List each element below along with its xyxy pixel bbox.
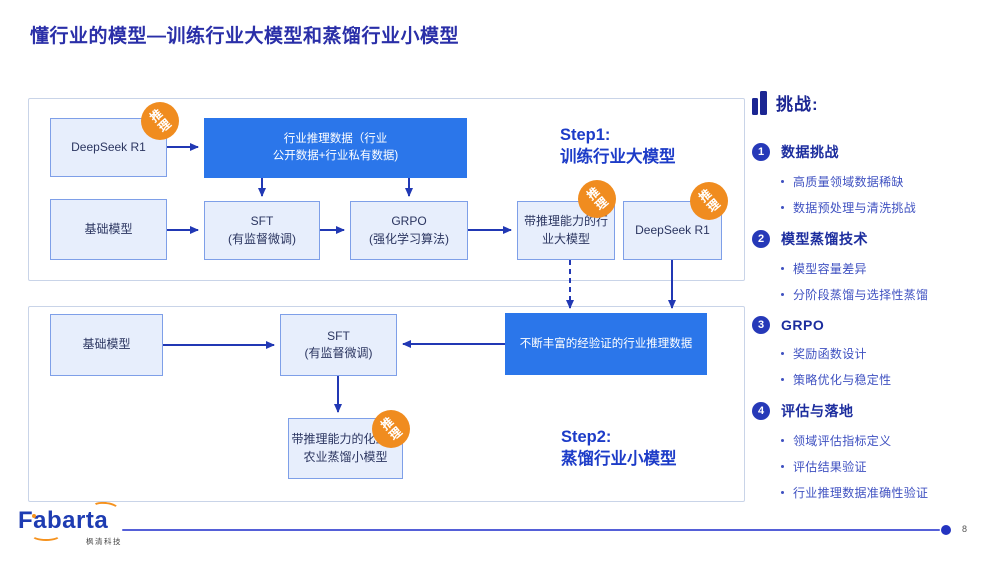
logo-subtext: 枫清科技 xyxy=(86,537,122,546)
box-deepseek-r1-source: DeepSeek R1 xyxy=(50,118,167,177)
challenges-sidebar: 挑战: 1 数据挑战 高质量领域数据稀缺 数据预处理与清洗挑战 2 模型蒸馏技术… xyxy=(752,90,998,514)
section-number-badge: 1 xyxy=(752,143,770,161)
box-sft-step2: SFT (有监督微调) xyxy=(280,314,397,376)
challenge-section-data: 1 数据挑战 高质量领域数据稀缺 数据预处理与清洗挑战 xyxy=(752,142,998,216)
list-item: 策略优化与稳定性 xyxy=(781,371,998,388)
box-distilled-small-model: 带推理能力的化工和 农业蒸馏小模型 xyxy=(288,418,403,479)
logo-dot-icon xyxy=(32,514,36,518)
list-item: 评估结果验证 xyxy=(781,458,998,475)
section-title: GRPO xyxy=(781,317,825,333)
list-item: 领域评估指标定义 xyxy=(781,432,998,449)
bullet-dot-icon xyxy=(781,352,784,355)
box-industry-reasoning-data: 行业推理数据（行业 公开数据+行业私有数据) xyxy=(204,118,467,178)
step1-label: Step1: 训练行业大模型 xyxy=(560,126,676,167)
challenge-section-grpo: 3 GRPO 奖励函数设计 策略优化与稳定性 xyxy=(752,316,998,388)
footer-dot-icon xyxy=(941,525,951,535)
list-item: 行业推理数据准确性验证 xyxy=(781,484,998,501)
company-logo: Fabarta 枫清科技 xyxy=(18,500,122,549)
challenge-section-distill: 2 模型蒸馏技术 模型容量差异 分阶段蒸馏与选择性蒸馏 xyxy=(752,229,998,303)
box-grpo: GRPO (强化学习算法) xyxy=(350,201,468,260)
bullet-dot-icon xyxy=(781,439,784,442)
reasoning-badge-label: 推理 xyxy=(377,414,405,444)
bullet-dot-icon xyxy=(781,465,784,468)
reasoning-badge-label: 推理 xyxy=(146,106,174,136)
reasoning-badge: 推理 xyxy=(372,410,410,448)
page-number: 8 xyxy=(962,524,968,534)
reasoning-badge-label: 推理 xyxy=(695,186,723,216)
box-verified-reasoning-data: 不断丰富的经验证的行业推理数据 xyxy=(505,313,707,375)
section-number-badge: 3 xyxy=(752,316,770,334)
challenges-heading: 挑战: xyxy=(776,95,819,114)
section-title: 评估与落地 xyxy=(781,403,854,419)
box-base-model-step1: 基础模型 xyxy=(50,199,167,260)
box-base-model-step2: 基础模型 xyxy=(50,314,163,376)
bullet-dot-icon xyxy=(781,267,784,270)
list-item: 高质量领域数据稀缺 xyxy=(781,173,998,190)
quote-bars-icon xyxy=(752,90,767,115)
reasoning-badge: 推理 xyxy=(141,102,179,140)
list-item: 数据预处理与清洗挑战 xyxy=(781,199,998,216)
box-industry-large-model: 带推理能力的行 业大模型 xyxy=(517,201,615,260)
list-item: 奖励函数设计 xyxy=(781,345,998,362)
list-item: 模型容量差异 xyxy=(781,260,998,277)
bullet-dot-icon xyxy=(781,378,784,381)
section-title: 模型蒸馏技术 xyxy=(781,231,868,247)
section-number-badge: 4 xyxy=(752,402,770,420)
step2-label: Step2: 蒸馏行业小模型 xyxy=(561,428,677,469)
reasoning-badge-label: 推理 xyxy=(583,184,611,214)
box-sft-step1: SFT (有监督微调) xyxy=(204,201,320,260)
footer-divider xyxy=(122,529,940,531)
challenge-section-eval: 4 评估与落地 领域评估指标定义 评估结果验证 行业推理数据准确性验证 xyxy=(752,401,998,501)
section-title: 数据挑战 xyxy=(781,144,839,160)
reasoning-badge: 推理 xyxy=(578,180,616,218)
page-title: 懂行业的模型—训练行业大模型和蒸馏行业小模型 xyxy=(30,26,460,47)
bullet-dot-icon xyxy=(781,206,784,209)
logo-arc-icon xyxy=(31,529,61,541)
list-item: 分阶段蒸馏与选择性蒸馏 xyxy=(781,286,998,303)
section-number-badge: 2 xyxy=(752,230,770,248)
reasoning-badge: 推理 xyxy=(690,182,728,220)
challenges-header: 挑战: xyxy=(752,90,998,115)
bullet-dot-icon xyxy=(781,491,784,494)
bullet-dot-icon xyxy=(781,293,784,296)
logo-wordmark: Fabarta xyxy=(18,507,109,534)
bullet-dot-icon xyxy=(781,180,784,183)
